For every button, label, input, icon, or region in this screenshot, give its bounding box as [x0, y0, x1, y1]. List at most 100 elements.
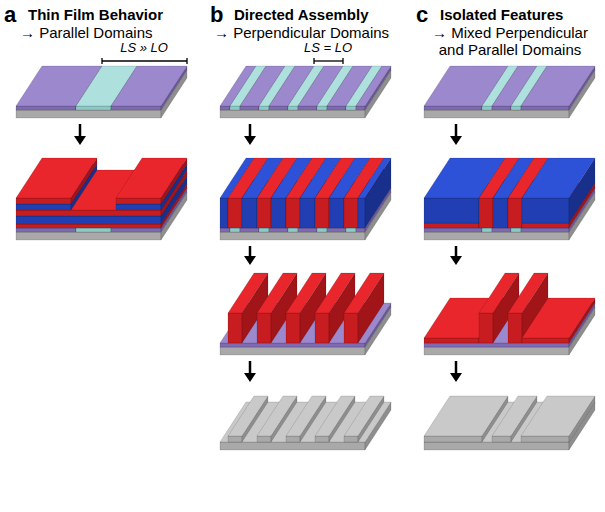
- layer-front: [522, 338, 569, 343]
- layer-front: [116, 204, 161, 210]
- layer-front: [76, 228, 111, 232]
- layer-front: [288, 106, 298, 110]
- layer-front: [329, 198, 344, 228]
- layer-front: [424, 223, 479, 228]
- process-arrows: [74, 124, 462, 382]
- step-arrow: [455, 124, 458, 137]
- layer-front: [230, 228, 240, 232]
- layer-front: [16, 110, 161, 118]
- film-stack: [220, 396, 391, 450]
- layer-front: [228, 313, 242, 343]
- layer-front: [344, 436, 358, 442]
- layer-front: [230, 106, 240, 110]
- film-stack: [16, 158, 187, 240]
- layer-front: [424, 232, 569, 240]
- layer-front: [315, 198, 329, 228]
- film-stack: [424, 158, 595, 240]
- layer-front: [220, 347, 365, 355]
- layer-front: [286, 436, 300, 442]
- layer-front: [522, 223, 569, 228]
- layer-front: [492, 436, 511, 442]
- layer-front: [300, 198, 315, 228]
- layer-front: [327, 106, 346, 110]
- film-stack: [16, 66, 187, 118]
- step-arrow: [249, 124, 252, 137]
- panel-title: Thin Film Behavior: [28, 6, 163, 23]
- layer-front: [271, 198, 286, 228]
- step-arrow: [79, 124, 82, 137]
- step-arrow: [249, 246, 252, 257]
- layer-front: [508, 313, 522, 343]
- layer-top: [424, 396, 508, 436]
- arrow-head: [450, 256, 462, 265]
- arrow-head: [74, 136, 86, 145]
- layer-front: [424, 110, 569, 118]
- dimension-tick: [342, 58, 343, 64]
- layer-front: [259, 106, 269, 110]
- layer-top: [344, 396, 384, 436]
- layer-top: [521, 66, 595, 106]
- dimension-tick: [313, 58, 314, 64]
- layer-front: [508, 198, 522, 228]
- layer-front: [16, 228, 76, 232]
- film-stack: [220, 158, 391, 240]
- panel-letter: c: [416, 2, 428, 27]
- step-arrow: [455, 246, 458, 257]
- layer-top: [521, 396, 595, 436]
- layer-front: [220, 106, 230, 110]
- layer-front: [511, 228, 521, 232]
- layer-front: [16, 204, 71, 210]
- layer-front: [111, 228, 161, 232]
- film-stack: [424, 396, 595, 450]
- panel-subtitle: → Perpendicular Domains: [214, 24, 389, 41]
- step-arrow: [455, 361, 458, 374]
- dimension-bars: [102, 58, 343, 64]
- layer-front: [493, 198, 508, 228]
- layer-front: [482, 228, 492, 232]
- layer-front: [220, 228, 230, 232]
- layer-front: [356, 228, 365, 232]
- layer-top: [356, 66, 391, 106]
- layer-front: [479, 313, 493, 343]
- layer-front: [240, 106, 259, 110]
- layer-front: [358, 198, 365, 228]
- film-stack: [220, 66, 391, 118]
- layer-front: [315, 313, 329, 343]
- layer-front: [356, 106, 365, 110]
- layer-front: [16, 224, 161, 228]
- panel-letter: b: [210, 2, 223, 27]
- layer-front: [424, 347, 569, 355]
- dimension-label: LS » LO: [120, 41, 168, 56]
- layer-front: [257, 198, 271, 228]
- layer-front: [424, 198, 479, 223]
- arrow-head: [244, 373, 256, 382]
- layer-front: [16, 106, 76, 110]
- layer-front: [220, 343, 365, 347]
- layer-top: [111, 66, 187, 106]
- panel-letter: a: [4, 2, 16, 27]
- dimension-line: [314, 60, 343, 61]
- layer-front: [16, 210, 161, 216]
- layer-front: [298, 106, 317, 110]
- layer-front: [424, 338, 479, 343]
- layer-front: [315, 436, 329, 442]
- layer-front: [286, 198, 300, 228]
- layer-front: [269, 106, 288, 110]
- panel-title: Isolated Features: [440, 6, 563, 23]
- layer-front: [228, 436, 242, 442]
- layer-front: [424, 343, 569, 347]
- layer-front: [424, 436, 482, 442]
- layer-front: [346, 228, 356, 232]
- film-stack: [424, 66, 595, 118]
- layer-front: [220, 232, 365, 240]
- dimension-label: LS = LO: [304, 41, 352, 56]
- layer-stacks: [16, 66, 595, 450]
- panel-title: Directed Assembly: [234, 6, 369, 23]
- layer-front: [259, 228, 269, 232]
- film-stack: [424, 273, 595, 355]
- layer-top: [116, 158, 187, 198]
- layer-front: [344, 198, 358, 228]
- layer-front: [521, 106, 569, 110]
- layer-front: [16, 216, 161, 224]
